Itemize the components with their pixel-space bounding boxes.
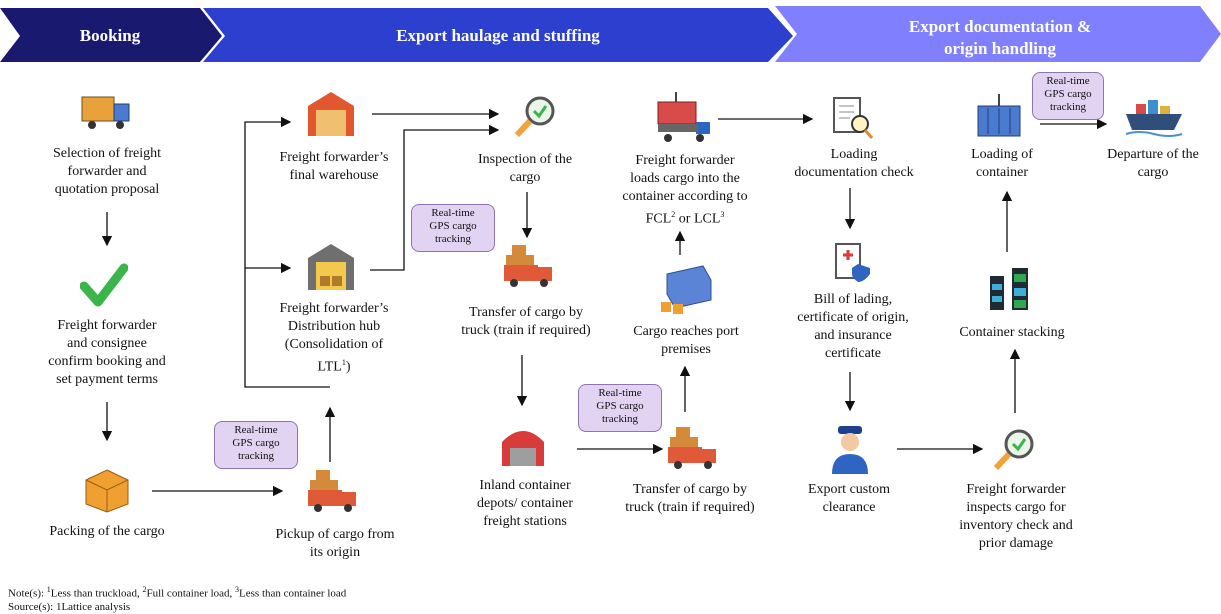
container-crane-icon: [977, 94, 1021, 137]
hub-footnote-marker: 1: [341, 358, 346, 367]
banner-booking-shape: [0, 8, 222, 62]
step-pickup-label: Pickup of cargo from its origin: [275, 527, 395, 560]
inspection-magnifier-icon: [993, 429, 1034, 471]
cargo-ship-icon: [1125, 100, 1183, 137]
banner-documentation-label: Export documentation & origin handling: [908, 16, 1092, 58]
checkmark-icon: [80, 263, 128, 307]
step-customs-label: Export custom clearance: [807, 482, 891, 515]
banner-booking-label: Booking: [79, 25, 141, 45]
note-marker-2: 2: [142, 585, 147, 594]
banner-haulage: Export haulage and stuffing: [203, 0, 793, 63]
box-icon: [85, 469, 129, 513]
step-distribution-hub-label: Freight forwarder’s Distribution hub (Co…: [254, 300, 414, 377]
step-container-stacking-label: Container stacking: [959, 325, 1065, 340]
step-icd-label: Inland container depots/ container freig…: [476, 478, 574, 529]
banner-booking: Booking: [0, 0, 222, 63]
banner-haulage-label: Export haulage and stuffing: [396, 25, 600, 45]
gps-tracking-callout: Real-time GPS cargo tracking: [1032, 72, 1104, 120]
delivery-truck-icon: [504, 245, 552, 287]
gps-tracking-callout: Real-time GPS cargo tracking: [411, 204, 495, 252]
step-loading-doc-label: Loading documentation check: [794, 147, 914, 180]
warehouse-icon: [308, 92, 354, 136]
step-bill-of-lading-label: Bill of lading, certificate of origin, a…: [797, 292, 909, 361]
shipping-container-icon: [661, 265, 712, 314]
note-marker-3: 3: [235, 585, 240, 594]
crane-container-truck-icon: [657, 92, 710, 142]
footnotes: Note(s): 1Less than truckload, 2Full con…: [8, 583, 346, 614]
container-stack-icon: [990, 268, 1028, 310]
note-prefix: Note(s):: [8, 587, 47, 600]
step-confirm-label: Freight forwarder and consignee confirm …: [48, 318, 166, 387]
inspection-magnifier-icon: [514, 96, 555, 138]
step-ff-inspects-label: Freight forwarder inspects cargo for inv…: [959, 482, 1073, 551]
distribution-hub-icon: [308, 244, 354, 290]
step-inspection-label: Inspection of the cargo: [477, 152, 573, 185]
customs-officer-icon: [832, 426, 868, 474]
insurance-document-icon: [835, 243, 870, 282]
step-loads-container-label: Freight forwarder loads cargo into the c…: [598, 152, 772, 229]
note-line: Note(s): 1Less than truckload, 2Full con…: [8, 583, 346, 601]
truck-icon: [81, 96, 130, 129]
banner-documentation-shape: [775, 6, 1221, 62]
loads-footnote-3: 3: [720, 210, 725, 219]
note-text-3: Less than container load: [239, 587, 347, 600]
delivery-truck-icon: [668, 427, 716, 469]
document-check-icon: [833, 97, 874, 139]
step-final-warehouse-label: Freight forwarder’s final warehouse: [279, 150, 389, 183]
banner-haulage-shape: [203, 8, 793, 62]
hub-text: Freight forwarder’s Distribution hub (Co…: [279, 301, 389, 375]
step-loading-container-label: Loading of container: [971, 147, 1033, 180]
container-depot-icon: [502, 431, 544, 466]
hub-text-end: ): [345, 359, 351, 375]
note-marker-1: 1: [46, 585, 51, 594]
step-transfer-1-label: Transfer of cargo by truck (train if req…: [461, 305, 591, 338]
step-port-label: Cargo reaches port premises: [633, 324, 739, 357]
banner-documentation: Export documentation & origin handling: [775, 0, 1221, 63]
source-line: Source(s): 1Lattice analysis: [8, 600, 131, 613]
loads-footnote-2: 2: [671, 210, 676, 219]
note-text-1: Less than truckload,: [50, 587, 143, 600]
delivery-truck-icon: [308, 470, 356, 512]
gps-tracking-callout: Real-time GPS cargo tracking: [578, 384, 662, 432]
gps-tracking-callout: Real-time GPS cargo tracking: [214, 421, 298, 469]
loads-text: Freight forwarder loads cargo into the c…: [622, 153, 748, 227]
note-text-2: Full container load,: [146, 587, 236, 600]
step-packing-label: Packing of the cargo: [49, 524, 165, 539]
step-selection-label: Selection of freight forwarder and quota…: [52, 146, 162, 197]
step-departure-label: Departure of the cargo: [1107, 147, 1199, 180]
loads-or: or LCL: [675, 211, 721, 227]
step-transfer-2-label: Transfer of cargo by truck (train if req…: [625, 482, 755, 515]
